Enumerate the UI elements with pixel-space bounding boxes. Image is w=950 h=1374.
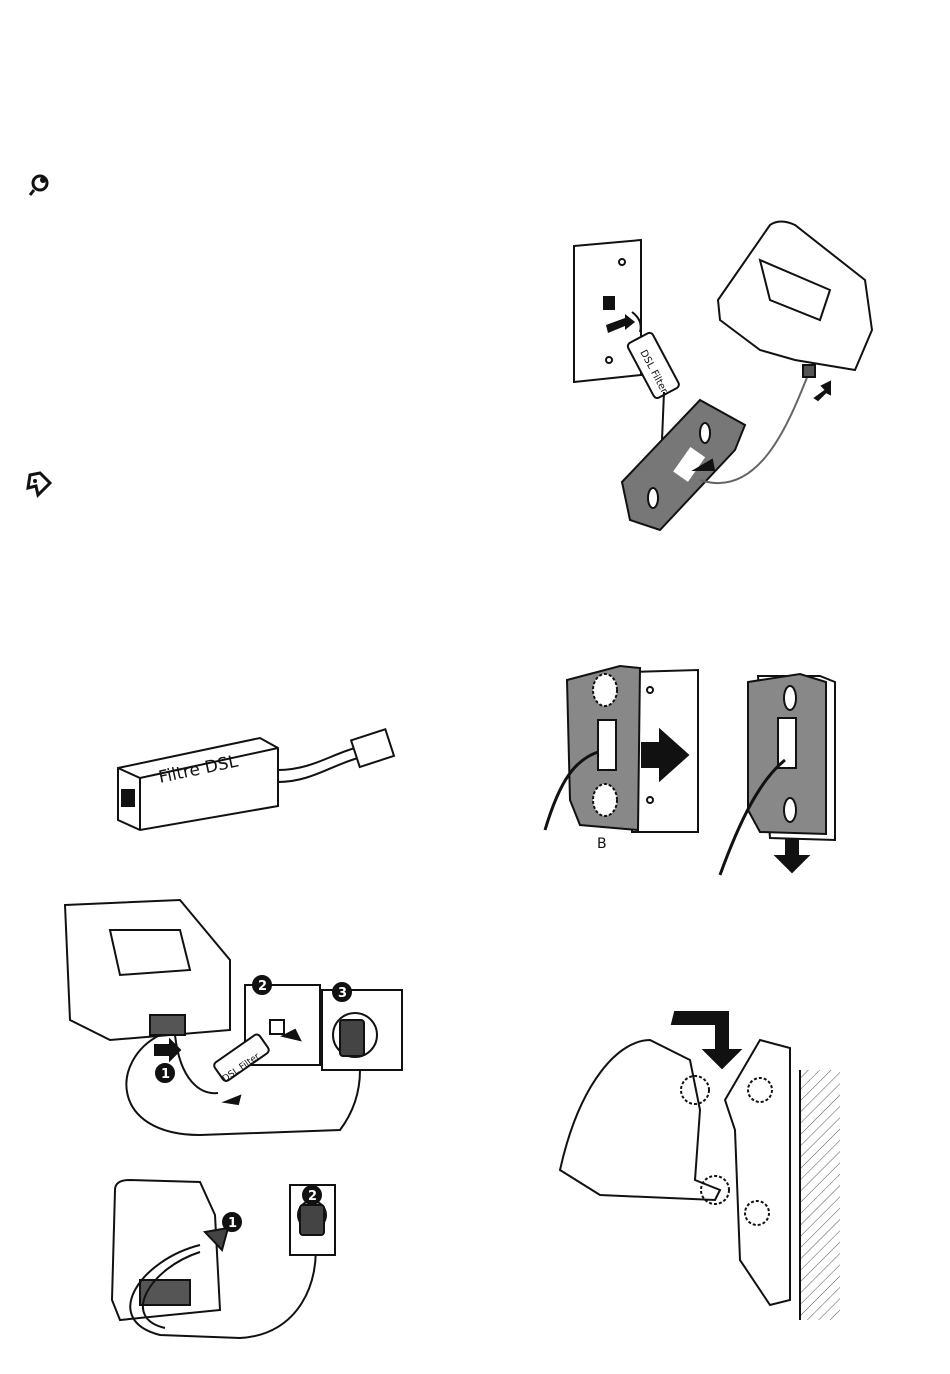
dsl-filter-figure: Filtre DSL <box>117 727 396 832</box>
svg-text:1: 1 <box>161 1067 170 1082</box>
connect-basic-figure: 1 2 <box>110 1178 336 1340</box>
callout-b: B <box>597 836 607 852</box>
step-1-marker: 1 <box>155 1063 175 1083</box>
wall-mount-figure <box>558 1011 840 1320</box>
svg-text:2: 2 <box>308 1189 317 1204</box>
svg-text:2: 2 <box>258 979 267 994</box>
step-2-marker: 2 <box>302 1185 322 1205</box>
svg-text:1: 1 <box>228 1216 237 1231</box>
tip-icon <box>26 471 53 498</box>
step-3-marker: 3 <box>332 982 352 1002</box>
svg-text:3: 3 <box>338 986 347 1001</box>
step-1-marker: 1 <box>222 1212 242 1232</box>
connect-dsl-figure: DSL Filter 1 2 3 <box>63 898 403 1137</box>
step-2-marker: 2 <box>252 975 272 995</box>
wall-plate-figure: B <box>543 664 836 876</box>
wall-dsl-figure: DSL Filter <box>573 220 874 532</box>
note-icon <box>28 174 49 196</box>
